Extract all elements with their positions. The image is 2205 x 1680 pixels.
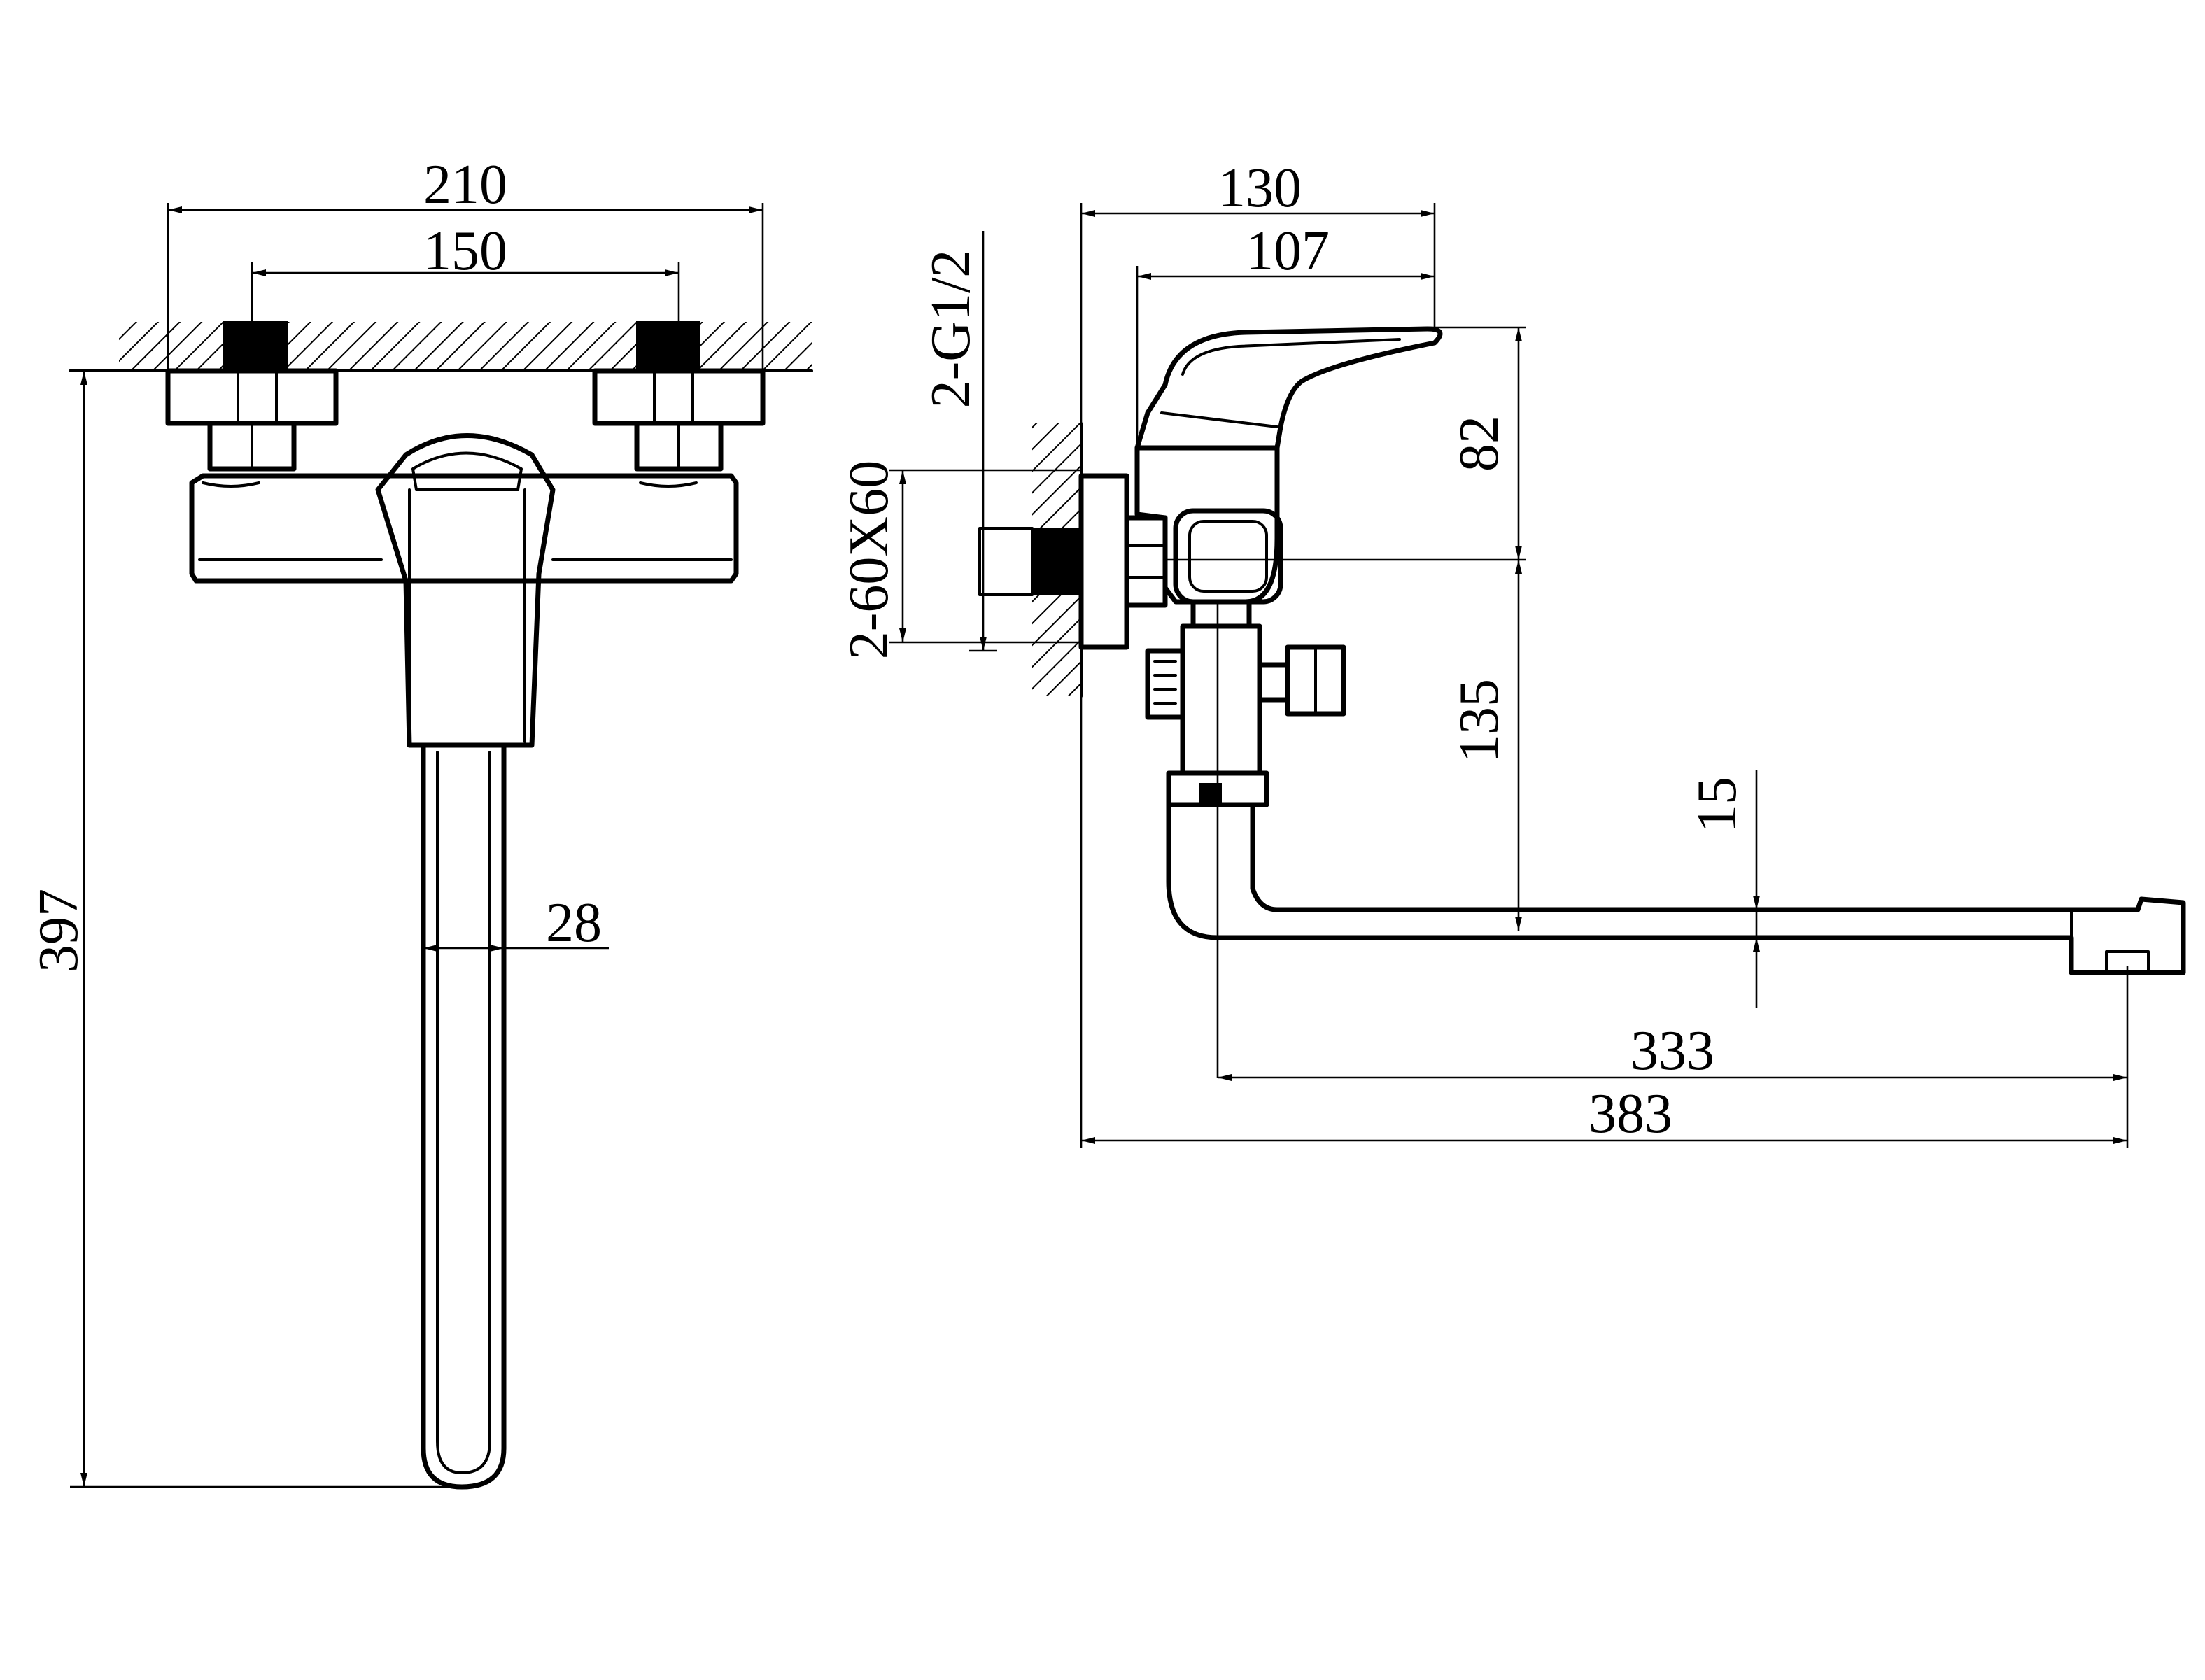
- left-eccentric: [165, 368, 339, 472]
- dim-150-text: 150: [423, 220, 507, 282]
- dim-210-text: 210: [423, 154, 507, 216]
- dim-397-text: 397: [28, 889, 90, 973]
- dim-15: 15: [1686, 770, 1760, 1008]
- right-eccentric: [592, 368, 766, 472]
- front-spout: [421, 745, 507, 1490]
- dim-130: 130: [1080, 157, 1436, 1148]
- dim-28: 28: [423, 892, 609, 954]
- dim-107-text: 107: [1246, 220, 1330, 282]
- dim-333: 333: [1218, 1020, 2127, 1082]
- dim-383: 383: [1081, 1083, 2127, 1145]
- dim-inlet-thread-text: 2-G1/2: [920, 250, 982, 409]
- dim-wall-hole-text: 2-60X60: [838, 460, 900, 659]
- side-eccentric: [1078, 473, 1168, 650]
- side-view: 130 107 82 135 15 333: [838, 157, 2186, 1148]
- dim-135-text: 135: [1449, 679, 1510, 763]
- front-lever-handle: [375, 433, 556, 748]
- front-mixer-body: [189, 473, 739, 584]
- dim-210: 210: [167, 154, 764, 371]
- dim-15-text: 15: [1686, 777, 1748, 833]
- dim-28-text: 28: [546, 892, 602, 954]
- dim-82: 82: [1428, 326, 1526, 560]
- front-wall-section: [69, 321, 813, 372]
- front-view: 210 150 397 28: [28, 154, 813, 1490]
- side-diverter: [1145, 599, 1346, 776]
- dim-150: 150: [251, 220, 680, 322]
- side-center-lines: [1165, 558, 2129, 1148]
- dim-inlet-thread: 2-G1/2: [920, 231, 997, 652]
- dim-397: 397: [28, 369, 462, 1488]
- dim-130-text: 130: [1218, 157, 1302, 219]
- side-spout: [1166, 770, 2186, 975]
- dim-383-text: 383: [1588, 1083, 1672, 1145]
- dim-107: 107: [1136, 220, 1435, 448]
- dim-wall-hole: 2-60X60: [838, 460, 1081, 659]
- side-lever-handle: [1134, 326, 1443, 451]
- dim-333-text: 333: [1630, 1020, 1714, 1082]
- dim-135: 135: [1449, 560, 1522, 931]
- side-wall-section: [978, 422, 1083, 698]
- dim-82-text: 82: [1449, 416, 1510, 472]
